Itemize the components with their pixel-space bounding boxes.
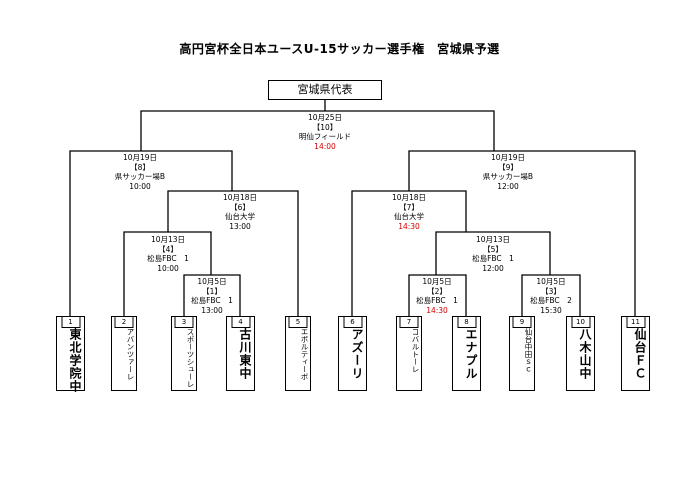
- team-box-11: 11 仙台ＦＣ: [621, 316, 650, 391]
- match-9-line: [408, 150, 636, 316]
- seed-number: 10: [571, 316, 590, 328]
- seed-number: 3: [174, 316, 194, 328]
- team-name: エボルティーボ: [300, 328, 309, 381]
- final-line: [140, 100, 495, 151]
- seed-number: 7: [399, 316, 419, 328]
- seed-number: 9: [512, 316, 532, 328]
- team-box-10: 10 八木山中: [566, 316, 595, 391]
- seed-number: 6: [343, 316, 362, 328]
- match-6-info: 10月18日 【6】 仙台大学 13:00: [222, 193, 258, 231]
- match-8-line: [69, 150, 233, 316]
- match-7-info: 10月18日 【7】 仙台大学 14:30: [391, 193, 427, 231]
- team-box-6: 6 アズーリ: [338, 316, 367, 391]
- match-7-line: [351, 190, 467, 316]
- team-box-4: 4 古川東中: [226, 316, 255, 391]
- team-box-1: 1 東北学院中: [56, 316, 85, 393]
- page-title: 高円宮杯全日本ユースU-15サッカー選手権 宮城県予選: [179, 42, 500, 56]
- seed-number: 4: [231, 316, 250, 328]
- team-box-9: 9 仙台中田ｓｃ: [509, 316, 535, 391]
- team-name: 古川東中: [238, 328, 252, 380]
- seed-number: 8: [457, 316, 476, 328]
- team-name: アバンツァーレ: [126, 328, 135, 381]
- team-box-2: 2 アバンツァーレ: [111, 316, 137, 391]
- match-5-info: 10月13日 【5】 松島FBC 1 12:00: [472, 235, 514, 273]
- match-9-info: 10月19日 【9】 県サッカー場B 12:00: [482, 153, 534, 191]
- team-box-5: 5 エボルティーボ: [285, 316, 311, 391]
- match-10-info: 10月25日 【10】 明仙フィールド 14:00: [298, 113, 352, 151]
- match-3-line: [521, 274, 581, 316]
- team-name: スポーツシューレ: [186, 328, 195, 388]
- match-1-line: [183, 274, 241, 316]
- seed-number: 1: [61, 316, 80, 328]
- match-2-info: 10月5日 【2】 松島FBC 1 14:30: [416, 277, 458, 315]
- seed-number: 11: [626, 316, 645, 328]
- team-name: エナプル: [464, 328, 478, 380]
- team-name: 東北学院中: [68, 328, 82, 393]
- match-6-line: [167, 190, 299, 316]
- match-4-line: [123, 231, 212, 316]
- team-name: 八木山中: [578, 328, 592, 380]
- match-1-info: 10月5日 【1】 松島FBC 1 13:00: [191, 277, 233, 315]
- team-box-7: 7 コバルトーレ: [396, 316, 422, 391]
- match-8-info: 10月19日 【8】 県サッカー場B 10:00: [114, 153, 166, 191]
- team-name: コバルトーレ: [411, 328, 420, 373]
- match-5-line: [435, 231, 551, 275]
- team-name: 仙台ＦＣ: [633, 328, 647, 380]
- match-2-line: [408, 274, 467, 316]
- team-name: 仙台中田ｓｃ: [524, 328, 533, 373]
- team-box-8: 8 エナプル: [452, 316, 481, 391]
- team-box-3: 3 スポーツシューレ: [171, 316, 197, 391]
- seed-number: 2: [114, 316, 134, 328]
- team-name: アズーリ: [350, 328, 364, 380]
- match-4-info: 10月13日 【4】 松島FBC 1 10:00: [147, 235, 189, 273]
- seed-number: 5: [288, 316, 308, 328]
- representative-box: 宮城県代表: [268, 80, 382, 100]
- match-3-info: 10月5日 【3】 松島FBC 2 15:30: [530, 277, 572, 315]
